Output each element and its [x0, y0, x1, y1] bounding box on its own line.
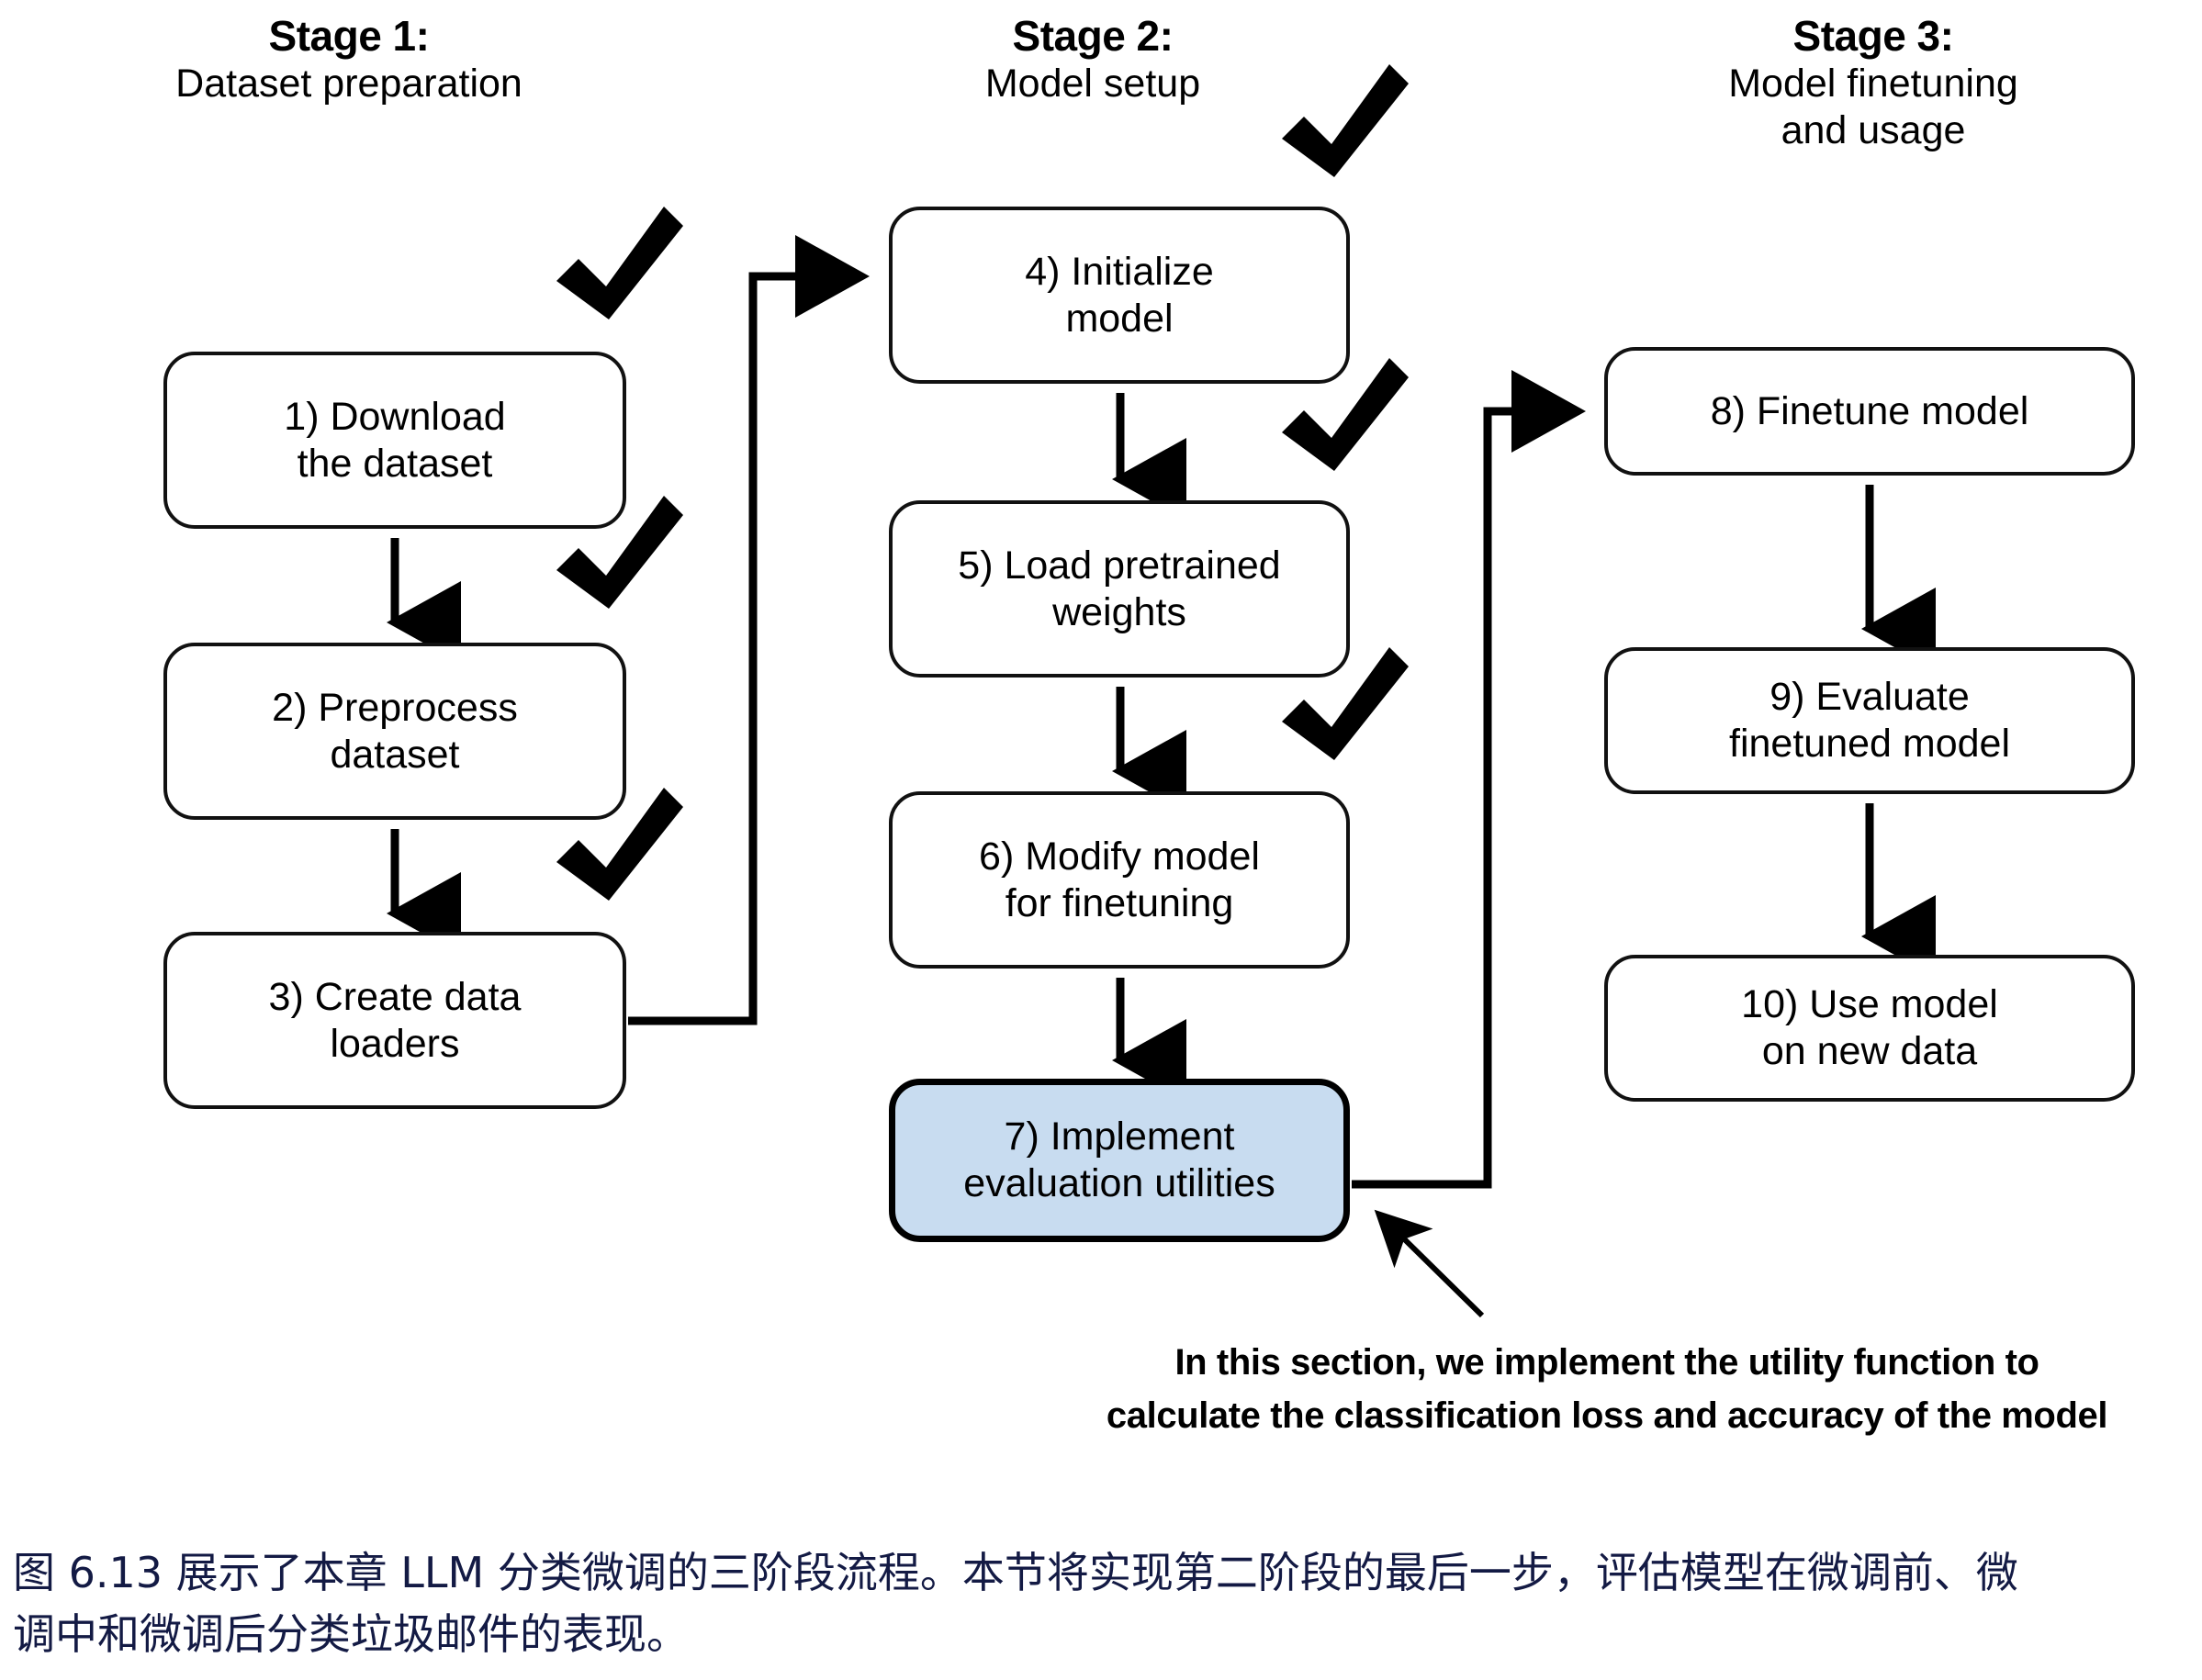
step-box-9-line-1: 9) Evaluate [1769, 675, 1970, 720]
stage-1-header: Stage 1: Dataset preparation [37, 11, 661, 107]
annotation-line-1: In this section, we implement the utilit… [1174, 1342, 2039, 1383]
step-box-1-line-1: 1) Download [284, 394, 506, 439]
annotation-callout: In this section, we implement the utilit… [1038, 1336, 2176, 1442]
connector-stage2-to-stage3 [1352, 370, 1586, 1189]
stage-1-title: Stage 1: [268, 12, 430, 60]
step-box-2-line-1: 2) Preprocess [272, 685, 518, 730]
step-box-5-label: 5) Load pretrained weights [958, 543, 1280, 635]
step-box-2-preprocess-dataset[interactable]: 2) Preprocess dataset [163, 643, 626, 820]
step-box-1-line-2: the dataset [297, 441, 493, 486]
step-box-8-line-1: 8) Finetune model [1710, 388, 2029, 433]
stage-2-header: Stage 2: Model setup [799, 11, 1387, 107]
step-box-4-initialize-model[interactable]: 4) Initialize model [889, 207, 1350, 384]
step-box-5-load-pretrained-weights[interactable]: 5) Load pretrained weights [889, 500, 1350, 678]
figure-caption: 图 6.13 展示了本章 LLM 分类微调的三阶段流程。本节将实现第二阶段的最后… [13, 1542, 2189, 1664]
step-box-6-line-2: for finetuning [1005, 880, 1234, 925]
step-box-10-line-2: on new data [1761, 1029, 1978, 1073]
step-box-8-finetune-model[interactable]: 8) Finetune model [1604, 347, 2135, 476]
annotation-pointer-arrow [1374, 1209, 1485, 1318]
step-box-7-line-1: 7) Implement [1004, 1114, 1235, 1159]
step-box-9-evaluate-finetuned-model[interactable]: 9) Evaluate finetuned model [1604, 647, 2135, 794]
step-box-8-label: 8) Finetune model [1711, 388, 2029, 435]
step-box-6-modify-model-for-finetuning[interactable]: 6) Modify model for finetuning [889, 791, 1350, 969]
figure-caption-line-1: 图 6.13 展示了本章 LLM 分类微调的三阶段流程。本节将实现第二阶段的最后… [13, 1548, 2018, 1597]
step-box-2-label: 2) Preprocess dataset [272, 685, 518, 778]
step-box-6-label: 6) Modify model for finetuning [979, 834, 1260, 926]
step-box-2-line-2: dataset [330, 732, 460, 777]
checkmark-icon-step-1 [556, 207, 683, 319]
annotation-line-2: calculate the classification loss and ac… [1106, 1395, 2108, 1436]
stage-3-subtitle-line-2: and usage [1781, 108, 1966, 152]
step-box-3-line-2: loaders [330, 1021, 460, 1066]
step-box-10-use-model-on-new-data[interactable]: 10) Use model on new data [1604, 955, 2135, 1102]
step-box-4-line-1: 4) Initialize [1025, 249, 1214, 294]
step-box-9-label: 9) Evaluate finetuned model [1729, 674, 2010, 767]
step-box-3-create-data-loaders[interactable]: 3) Create data loaders [163, 932, 626, 1109]
step-box-6-line-1: 6) Modify model [979, 834, 1260, 879]
stage-2-title: Stage 2: [1012, 12, 1174, 60]
step-box-10-label: 10) Use model on new data [1741, 981, 1998, 1074]
step-box-5-line-1: 5) Load pretrained [958, 543, 1281, 588]
stage-3-subtitle-line-1: Model finetuning [1728, 62, 2018, 106]
stage-3-header: Stage 3: Model finetuning and usage [1561, 11, 2185, 154]
figure-caption-line-2: 调中和微调后分类垃圾邮件的表现。 [13, 1608, 689, 1659]
step-box-4-line-2: model [1065, 296, 1174, 341]
step-box-1-label: 1) Download the dataset [284, 394, 505, 487]
step-box-7-line-2: evaluation utilities [963, 1161, 1275, 1205]
step-box-7-implement-evaluation-utilities[interactable]: 7) Implement evaluation utilities [889, 1079, 1350, 1242]
step-box-7-label: 7) Implement evaluation utilities [963, 1114, 1275, 1206]
step-box-4-label: 4) Initialize model [1025, 249, 1214, 342]
stage-3-title: Stage 3: [1792, 12, 1954, 60]
connector-stage1-to-stage2 [628, 235, 870, 1025]
step-box-10-line-1: 10) Use model [1741, 982, 1998, 1027]
step-box-1-download-the-dataset[interactable]: 1) Download the dataset [163, 352, 626, 529]
step-box-3-line-1: 3) Create data [268, 974, 522, 1019]
step-box-5-line-2: weights [1052, 589, 1186, 634]
stage-1-subtitle: Dataset preparation [175, 62, 522, 106]
step-box-9-line-2: finetuned model [1729, 722, 2010, 766]
stage-2-subtitle: Model setup [984, 62, 1201, 106]
step-box-3-label: 3) Create data loaders [269, 974, 522, 1067]
